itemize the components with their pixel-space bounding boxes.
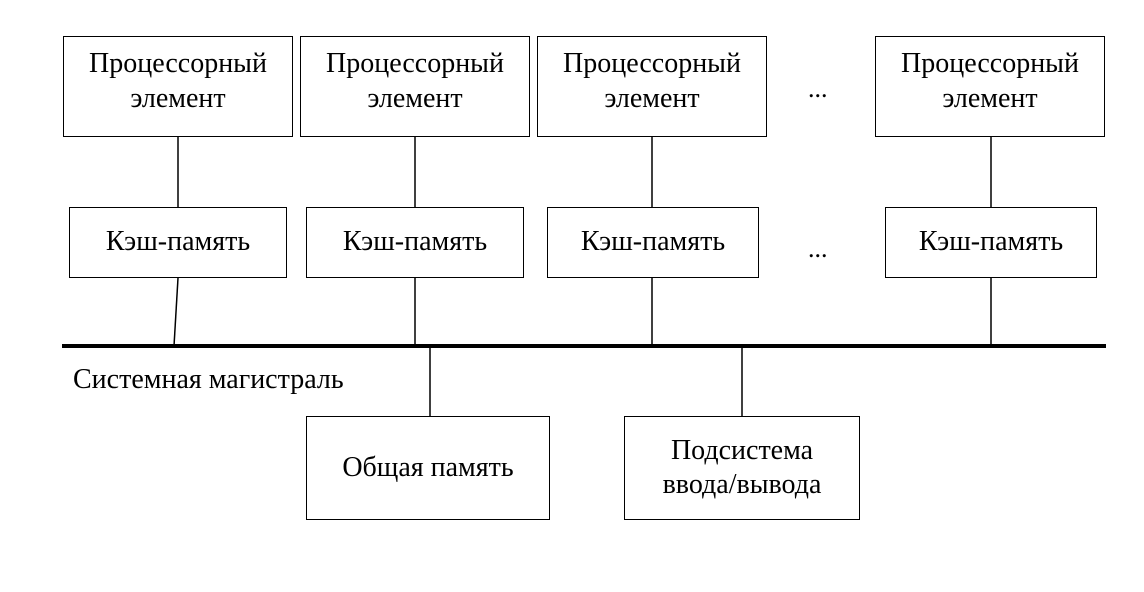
system-bus-label: Системная магистраль xyxy=(73,364,344,395)
cache-label: Кэш-память xyxy=(342,226,488,258)
cache1-bus-connector xyxy=(173,277,179,347)
processor-element-2: Процессорный элемент xyxy=(300,36,530,137)
processor-label-line1: Процессорный xyxy=(901,48,1079,80)
processor-element-1: Процессорный элемент xyxy=(63,36,293,137)
processor-label-line2: элемент xyxy=(130,82,226,114)
processor-label-line1: Процессорный xyxy=(89,48,267,80)
cache-label: Кэш-память xyxy=(918,226,1064,258)
shared-memory-box: Общая память xyxy=(306,416,550,520)
cache-memory-4: Кэш-память xyxy=(885,207,1097,278)
processor-label-line1: Процессорный xyxy=(563,48,741,80)
processor-label-line1: Процессорный xyxy=(326,48,504,80)
cache-memory-2: Кэш-память xyxy=(306,207,524,278)
processor-ellipsis: ... xyxy=(808,74,828,103)
cache-label: Кэш-память xyxy=(580,226,726,258)
io-subsystem-box: Подсистема ввода/вывода xyxy=(624,416,860,520)
processor-element-3: Процессорный элемент xyxy=(537,36,767,137)
processor-element-4: Процессорный элемент xyxy=(875,36,1105,137)
shared-memory-label: Общая память xyxy=(342,451,514,483)
cache-label: Кэш-память xyxy=(105,226,251,258)
cache-ellipsis: ... xyxy=(808,234,828,263)
processor-label-line2: элемент xyxy=(942,82,1038,114)
io-subsystem-label-line2: ввода/вывода xyxy=(662,469,822,500)
processor-label-line2: элемент xyxy=(367,82,463,114)
cache-memory-3: Кэш-память xyxy=(547,207,759,278)
cache-memory-1: Кэш-память xyxy=(69,207,287,278)
processor-label-line2: элемент xyxy=(604,82,700,114)
io-subsystem-label-line1: Подсистема xyxy=(670,434,814,466)
